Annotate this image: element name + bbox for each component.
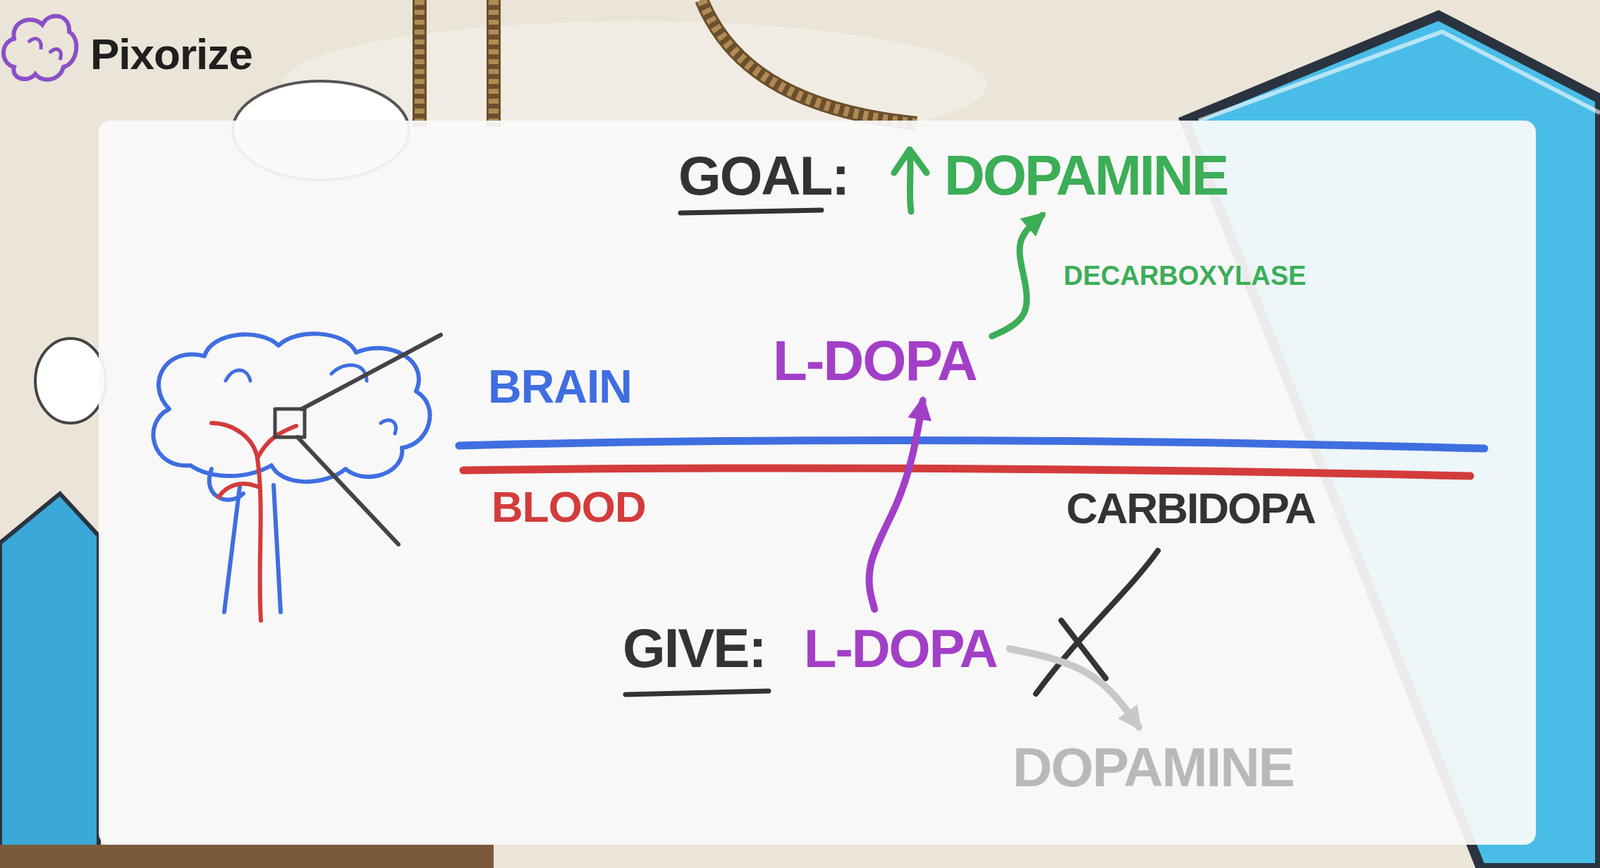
rope-strand [486, 0, 501, 127]
flow-arrow [992, 215, 1043, 337]
region-label: BLOOD [491, 485, 646, 529]
product-text: DOPAMINE [944, 147, 1227, 204]
brain-logo-fold [28, 38, 61, 60]
rope-twist [488, 0, 499, 127]
text-node: DOPAMINE [941, 144, 1230, 207]
give-heading: GIVE: [622, 620, 766, 676]
brain-fold [225, 365, 396, 434]
brand-logo-text: Pixorize [90, 32, 253, 77]
inhibitor-label: CARBIDOPA [1066, 486, 1316, 531]
region-label: BRAIN [487, 363, 632, 410]
blood-barrier-line [463, 468, 1471, 476]
brain-stem [224, 485, 281, 613]
rope-twist [414, 0, 425, 127]
wood-floor [0, 844, 494, 868]
heading-underline [625, 691, 769, 695]
text-node: L-DOPA [770, 330, 980, 393]
cartoon-hand [35, 338, 106, 424]
heading-underline [680, 210, 822, 213]
text-node: L-DOPA [801, 619, 1000, 679]
text-node: DOPAMINE [1009, 736, 1297, 798]
flow-arrow [869, 400, 924, 610]
blocked-product-text: DOPAMINE [1012, 739, 1294, 795]
zoom-square [275, 408, 305, 438]
rope-twist [701, 0, 917, 124]
up-arrow-shaft [909, 150, 912, 212]
goal-arrow [894, 149, 927, 212]
content-panel [98, 120, 1536, 845]
enzyme-label: DECARBOXYLASE [1063, 262, 1306, 290]
rope-strand [701, 0, 917, 124]
blood-vessel [211, 423, 297, 621]
rope [419, 0, 917, 127]
rope-strand [412, 0, 427, 127]
brain-logo [3, 16, 77, 80]
brain-barrier-line [459, 440, 1485, 449]
pool-rim [1198, 31, 1600, 121]
brand-icon [3, 16, 77, 80]
flow-arrow [1009, 648, 1139, 728]
intermediate-text: L-DOPA [772, 332, 977, 390]
brain-illustration [153, 333, 441, 621]
up-arrow-head [894, 149, 927, 173]
brain-outline [153, 333, 430, 482]
inhibitor-line [1035, 550, 1158, 694]
drug-text: L-DOPA [803, 621, 998, 676]
water-strip [0, 493, 99, 868]
zoom-line [297, 334, 441, 545]
goal-heading: GOAL: [678, 148, 849, 204]
